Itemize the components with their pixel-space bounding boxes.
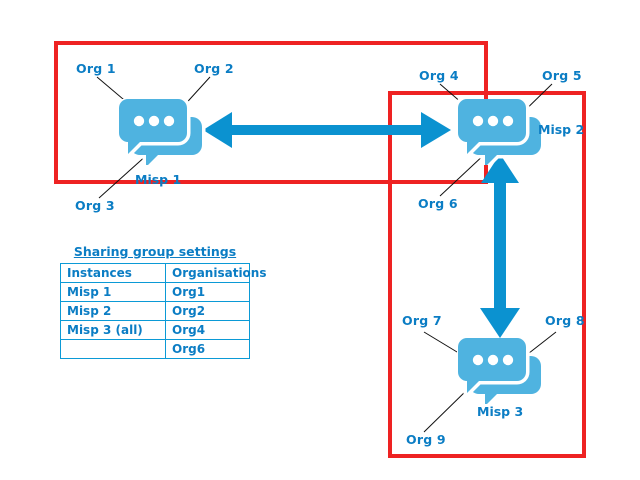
node-icon-misp2[interactable] [457, 99, 545, 165]
node-icon-misp1[interactable] [118, 99, 206, 165]
cell-instance: Misp 3 (all) [60, 320, 166, 340]
cell-instance [60, 339, 166, 359]
label-org4: Org 4 [419, 68, 459, 83]
label-org8: Org 8 [545, 313, 585, 328]
sharing-group-title: Sharing group settings [73, 244, 237, 259]
cell-organisation: Org6 [165, 339, 250, 359]
sharing-group-table: Instances Organisations Misp 1 Org1 Misp… [60, 263, 266, 359]
label-org9: Org 9 [406, 432, 446, 447]
leader-line-org7 [423, 331, 463, 356]
column-header-organisations: Organisations [165, 263, 266, 283]
cell-organisation: Org2 [165, 301, 250, 321]
cell-instance: Misp 1 [60, 282, 166, 302]
label-org5: Org 5 [542, 68, 582, 83]
column-header-instances: Instances [60, 263, 166, 283]
sharing-group-panel: Sharing group settings Instances Organis… [60, 244, 266, 359]
table-row: Org6 [60, 339, 250, 359]
node-label-misp3: Misp 3 [477, 404, 524, 419]
label-org6: Org 6 [418, 196, 458, 211]
label-org1: Org 1 [76, 61, 116, 76]
table-row: Misp 3 (all) Org4 [60, 320, 250, 340]
label-org7: Org 7 [402, 313, 442, 328]
table-row: Misp 2 Org2 [60, 301, 250, 321]
node-label-misp1: Misp 1 [135, 172, 182, 187]
leader-line-org6 [439, 151, 488, 197]
leader-line-org9 [423, 386, 471, 433]
node-label-misp2: Misp 2 [538, 122, 585, 137]
cell-instance: Misp 2 [60, 301, 166, 321]
connection-misp2-misp3[interactable] [480, 154, 520, 338]
table-row: Misp 1 Org1 [60, 282, 250, 302]
label-org3: Org 3 [75, 198, 115, 213]
table-header-row: Instances Organisations [60, 263, 266, 283]
label-org2: Org 2 [194, 61, 234, 76]
connection-misp1-misp2[interactable] [203, 112, 451, 148]
cell-organisation: Org4 [165, 320, 250, 340]
boundary-rect-2 [388, 91, 586, 458]
node-icon-misp3[interactable] [457, 338, 545, 404]
cell-organisation: Org1 [165, 282, 250, 302]
leader-line-org3 [98, 153, 149, 199]
